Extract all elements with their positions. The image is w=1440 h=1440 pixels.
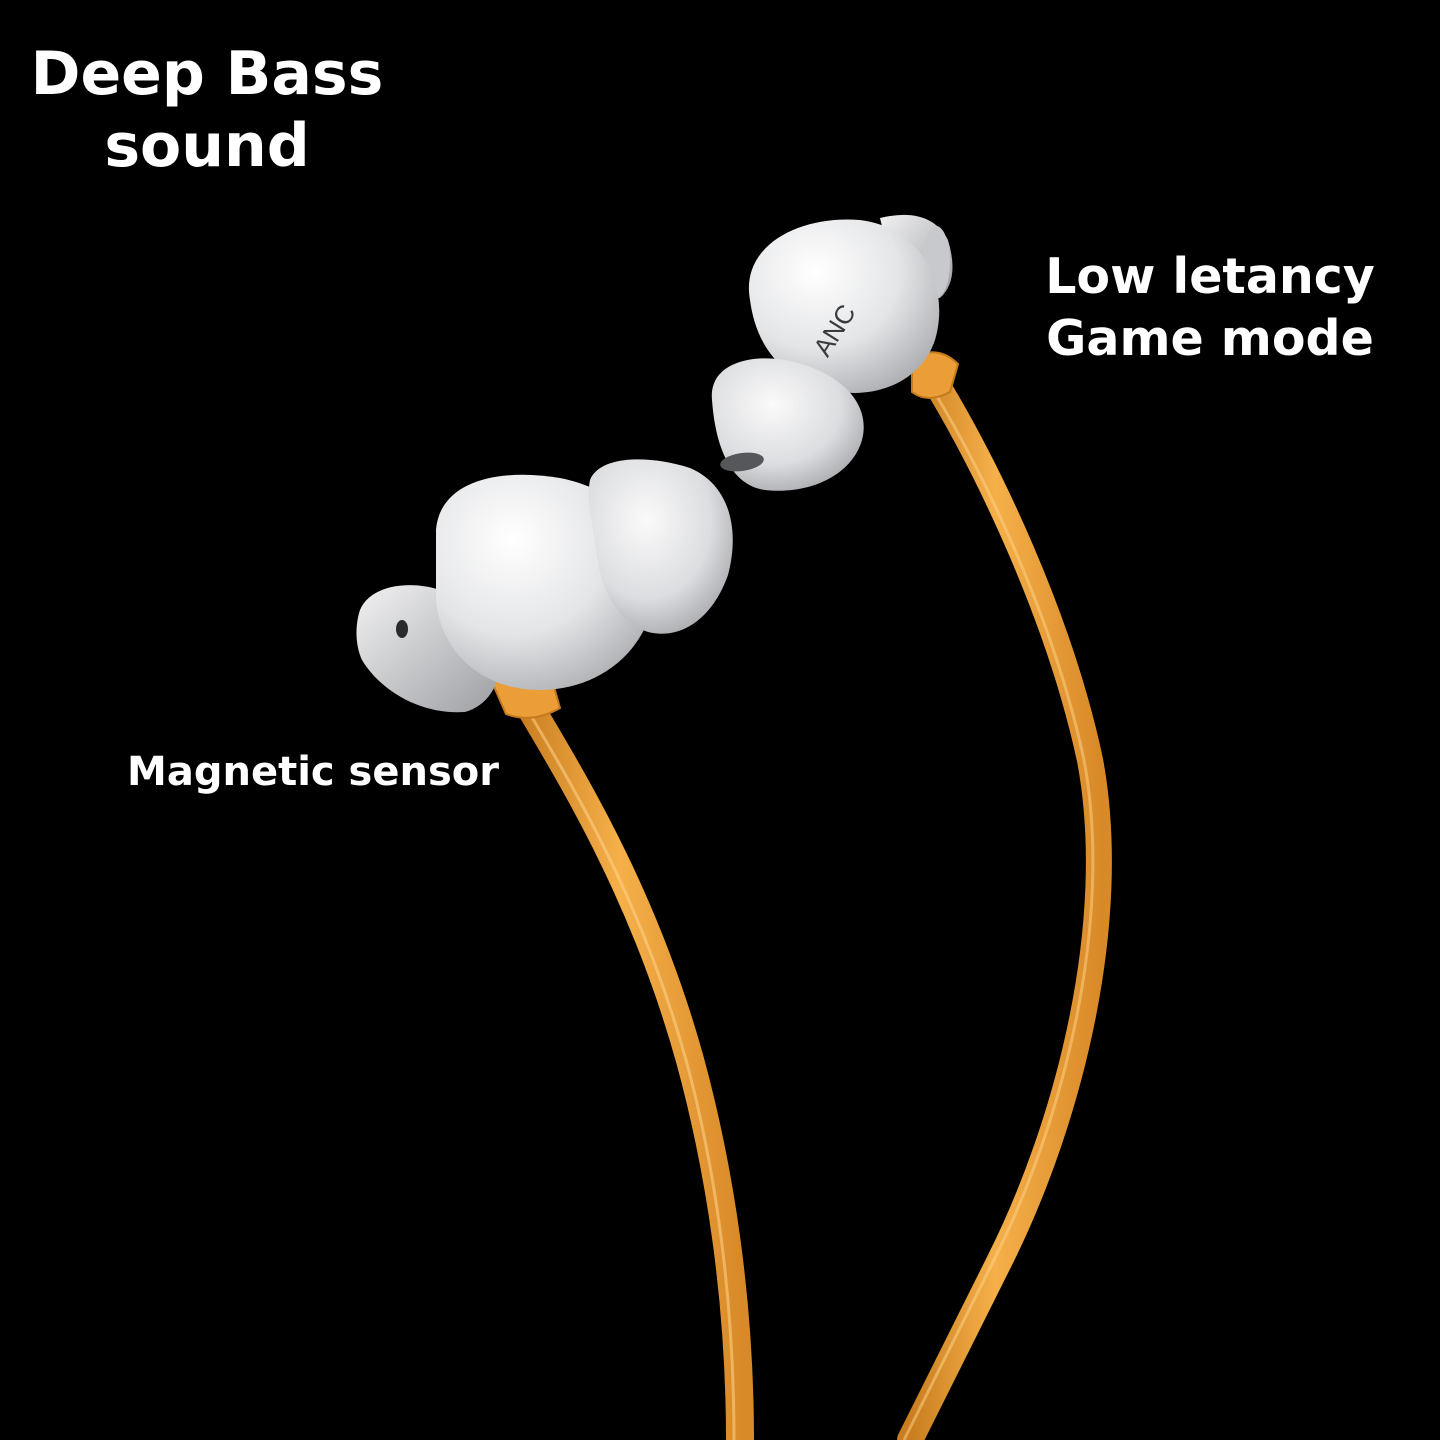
deep-bass-line1: Deep Bass bbox=[30, 39, 384, 109]
low-latency-line2: Game mode bbox=[1046, 310, 1374, 368]
deep-bass-line2: sound bbox=[104, 111, 310, 181]
magnetic-sensor-caption: Magnetic sensor bbox=[118, 748, 508, 796]
magnetic-sensor-text: Magnetic sensor bbox=[127, 749, 499, 795]
left-cable bbox=[506, 676, 754, 1440]
low-latency-caption: Low letancy Game mode bbox=[1010, 246, 1410, 370]
left-earbud bbox=[356, 459, 733, 713]
low-latency-line1: Low letancy bbox=[1045, 248, 1375, 305]
right-earbud: ANC bbox=[711, 214, 953, 491]
deep-bass-caption: Deep Bass sound bbox=[12, 38, 402, 182]
magnetic-sensor-hole bbox=[396, 620, 408, 638]
right-cable bbox=[897, 357, 1112, 1440]
